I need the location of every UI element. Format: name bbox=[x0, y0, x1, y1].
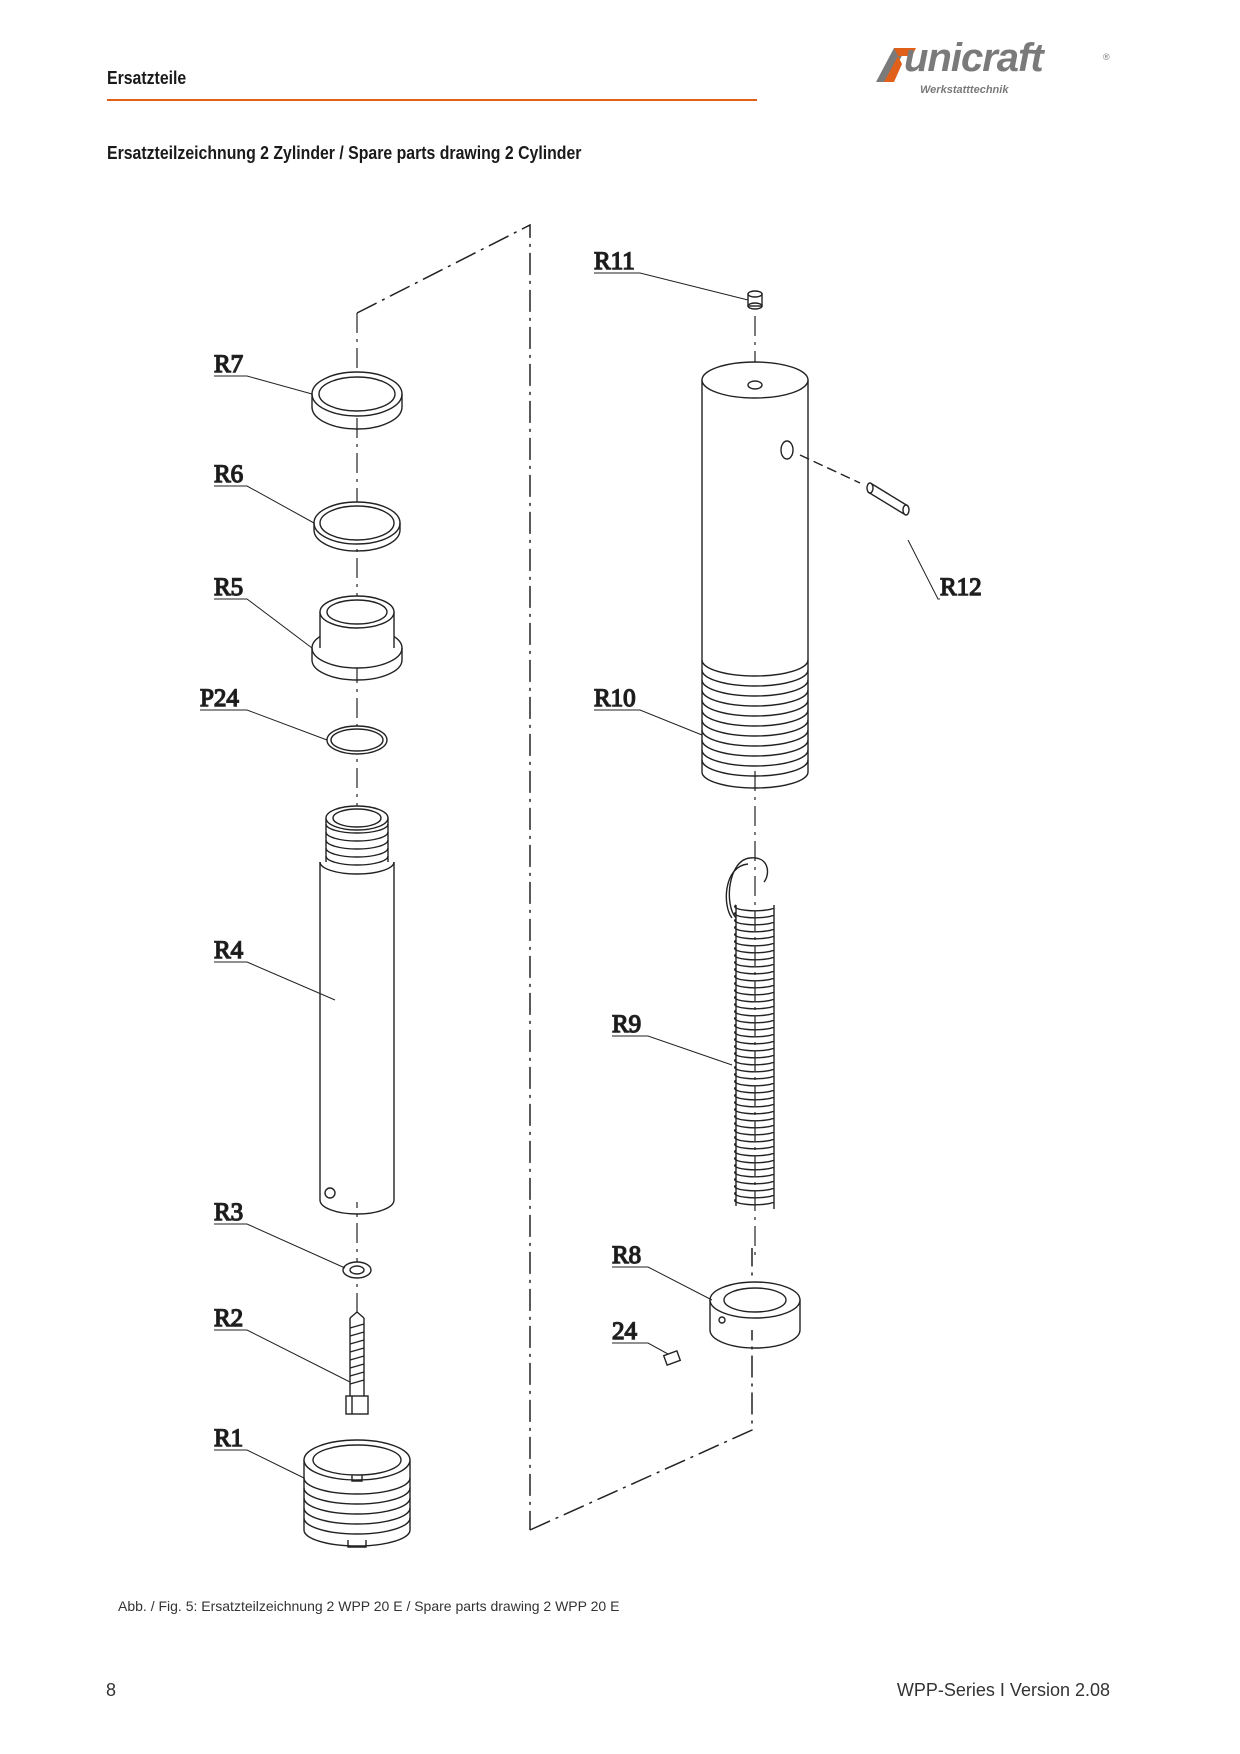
part-p24-o-ring bbox=[326, 725, 388, 755]
label-r4: R4 bbox=[214, 937, 244, 964]
header-divider bbox=[107, 99, 757, 101]
part-r5-bushing bbox=[311, 595, 403, 681]
part-r8-collar bbox=[709, 1281, 801, 1349]
label-r5: R5 bbox=[214, 574, 243, 601]
label-r2: R2 bbox=[214, 1305, 243, 1332]
label-r6: R6 bbox=[214, 461, 243, 488]
part-r4-tube bbox=[319, 805, 395, 1215]
logo-mark-icon bbox=[876, 48, 916, 82]
label-r3: R3 bbox=[214, 1199, 243, 1226]
label-24: 24 bbox=[612, 1318, 638, 1345]
part-r6-ring bbox=[313, 501, 401, 552]
unicraft-logo: unicraft ® Werkstatttechnik bbox=[872, 36, 1117, 104]
document-version: WPP-Series I Version 2.08 bbox=[896, 1680, 1110, 1700]
part-r11-grub-screw bbox=[747, 290, 763, 310]
leader-lines bbox=[200, 272, 940, 1479]
logo-registered-mark: ® bbox=[1103, 52, 1110, 62]
label-r7: R7 bbox=[214, 351, 243, 378]
part-r7-wiper-ring bbox=[311, 371, 403, 430]
part-r1-threaded-ring bbox=[303, 1439, 411, 1548]
label-r9: R9 bbox=[612, 1011, 641, 1038]
part-r12-pin bbox=[799, 454, 910, 516]
label-r11: R11 bbox=[594, 248, 635, 275]
logo-wordmark: unicraft bbox=[904, 36, 1044, 80]
figure-caption: Abb. / Fig. 5: Ersatzteilzeichnung 2 WPP… bbox=[118, 1598, 620, 1614]
label-r10: R10 bbox=[594, 685, 636, 712]
logo-subtitle: Werkstatttechnik bbox=[920, 84, 1009, 96]
part-r10-cylinder bbox=[701, 361, 809, 789]
page-number: 8 bbox=[106, 1680, 117, 1700]
label-r1: R1 bbox=[214, 1425, 243, 1452]
label-r12: R12 bbox=[940, 574, 982, 601]
part-r2-screw bbox=[345, 1311, 369, 1415]
separation-frame bbox=[356, 223, 753, 1531]
label-p24: P24 bbox=[200, 685, 239, 712]
part-r3-washer bbox=[342, 1261, 372, 1279]
label-r8: R8 bbox=[612, 1242, 641, 1269]
header-title: Ersatzteile bbox=[107, 68, 187, 88]
part-24-set-screw bbox=[662, 1350, 682, 1366]
part-r9-spring bbox=[725, 857, 775, 1209]
section-title: Ersatzteilzeichnung 2 Zylinder / Spare p… bbox=[107, 143, 582, 163]
